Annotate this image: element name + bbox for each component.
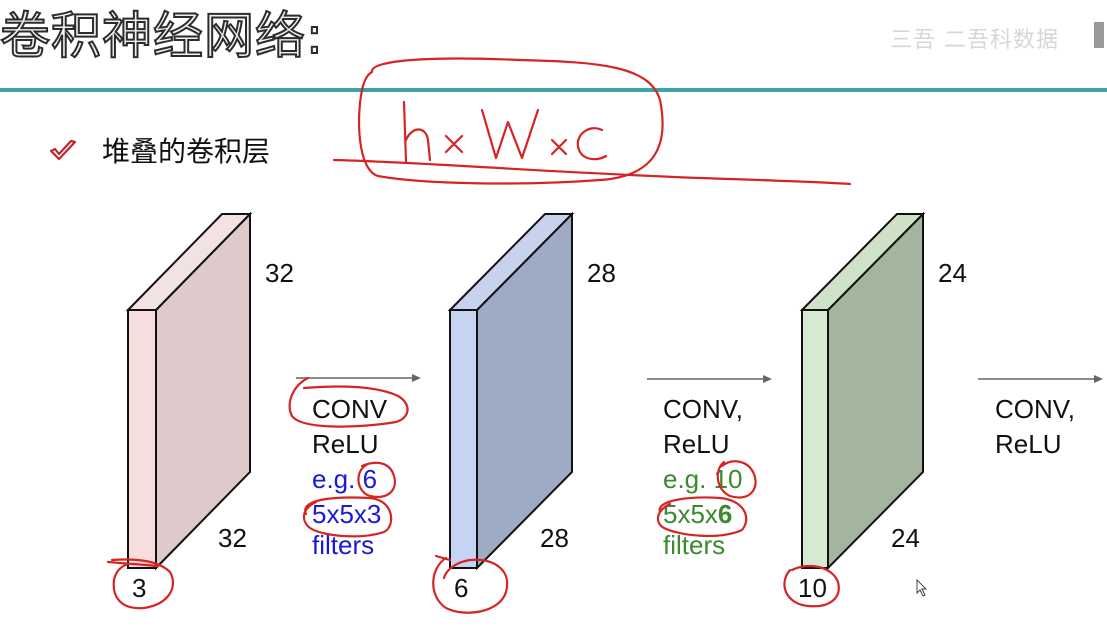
volume-input-width: 32 [218,523,247,553]
operation-1-activation: ReLU [312,429,379,459]
volume-conv2-front [801,309,829,569]
arrow-3 [978,375,1103,383]
volume-conv2-side [827,211,924,571]
operation-1-unit: filters [312,530,375,560]
volume-conv2-depth: 10 [798,573,827,603]
volume-input-depth: 3 [132,573,146,603]
watermark-mark [1094,22,1104,48]
operation-3-type: CONV, [995,394,1075,424]
volume-conv1-width: 28 [540,523,569,553]
volume-conv2-height: 24 [938,258,967,288]
volume-input: 32 32 3 [125,211,294,603]
operation-2: CONV, ReLU e.g. 10 5x5x6 filters [663,392,743,563]
operation-2-count: e.g. 10 [663,464,743,494]
volume-conv1: 28 28 6 [447,211,616,603]
volume-conv1-height: 28 [587,258,616,288]
operation-3-activation: ReLU [995,429,1062,459]
watermark: 三吾 二吾科数据 [890,28,1059,53]
mouse-cursor-icon [916,578,928,597]
operation-1-type: CONV [312,394,388,424]
bullet-text: 堆叠的卷积层 [102,135,271,168]
operation-1-count: e.g. 6 [312,464,378,494]
operation-2-size-depth: 6 [717,499,733,529]
volume-conv1-depth: 6 [454,573,468,603]
volume-input-height: 32 [265,258,294,288]
arrow-2 [647,375,772,383]
arrow-1 [296,374,421,382]
operation-2-size-prefix: 5x5x [663,499,718,529]
volume-conv2-width: 24 [891,523,920,553]
operation-2-unit: filters [663,530,726,560]
operation-3: CONV, ReLU [995,392,1075,462]
operation-2-activation: ReLU [663,429,730,459]
operation-1-size: 5x5x3 [312,499,382,529]
slide-title: 卷积神经网络: [0,6,324,66]
volume-input-front [127,309,157,569]
operation-2-size: 5x5x6 [663,497,743,532]
operation-1: CONV ReLU e.g. 6 5x5x3 filters [312,392,387,563]
volume-conv2: 24 24 10 [798,211,967,603]
volume-conv1-front [449,309,478,569]
check-icon [49,139,77,161]
operation-2-type: CONV, [663,394,743,424]
